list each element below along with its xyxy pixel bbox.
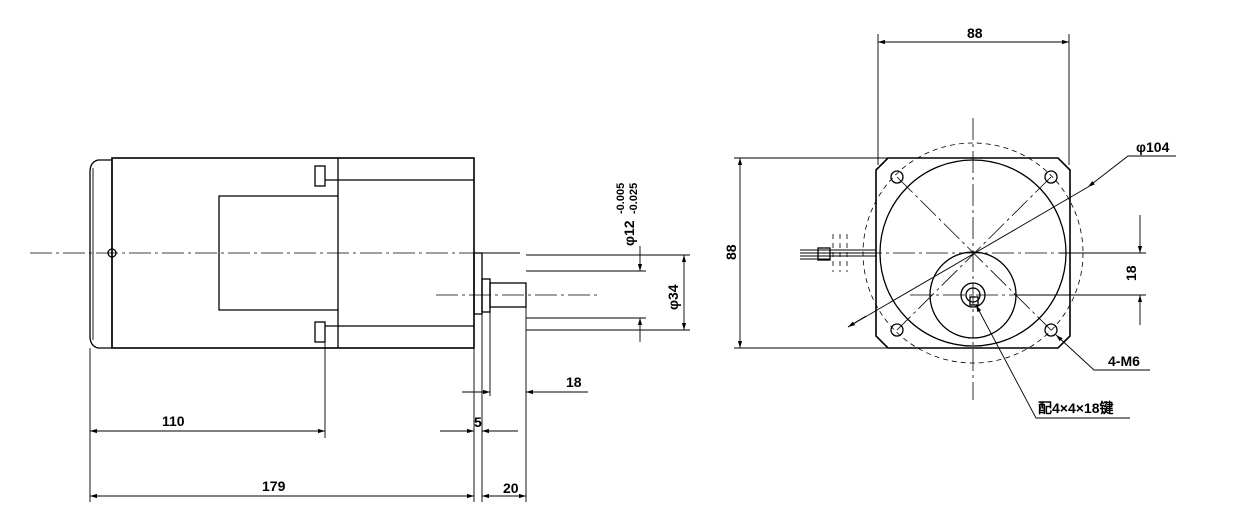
shaft-boss	[481, 278, 491, 313]
rear-cap	[89, 159, 113, 349]
flange	[473, 252, 483, 315]
hole-bottom-right	[1044, 323, 1058, 337]
flange-outline	[875, 157, 1071, 349]
dim-body-length: 110	[162, 413, 185, 429]
label-holes: 4-M6	[1108, 353, 1140, 369]
dim-flange-thickness: 5	[474, 414, 482, 430]
dim-height: 88	[723, 244, 739, 260]
dim-boss-diameter: φ34	[665, 284, 681, 310]
dim-shaft-offset: 18	[1123, 265, 1139, 281]
dim-shaft-length: 20	[503, 480, 519, 496]
hole-top-left	[890, 170, 904, 184]
dim-total-length: 179	[262, 478, 286, 494]
tol-lower: -0.025	[628, 183, 640, 214]
hole-bottom-left	[890, 323, 904, 337]
dim-shaft-diameter: φ12	[621, 220, 637, 246]
dim-width: 88	[967, 25, 983, 41]
side-view: 179 20 110 5 18 φ34 φ12 -0.005 -0.025	[30, 157, 690, 502]
key-square	[969, 296, 979, 306]
lead-wires	[800, 234, 876, 272]
dim-bolt-circle: φ104	[1136, 139, 1170, 155]
dim-key-length: 18	[566, 374, 582, 390]
front-view: 88 88 18 φ104 4-M6 配4×4×18键	[723, 25, 1176, 419]
label-key: 配4×4×18键	[1038, 400, 1114, 416]
hole-top-right	[1044, 170, 1058, 184]
tol-upper: -0.005	[615, 183, 627, 214]
